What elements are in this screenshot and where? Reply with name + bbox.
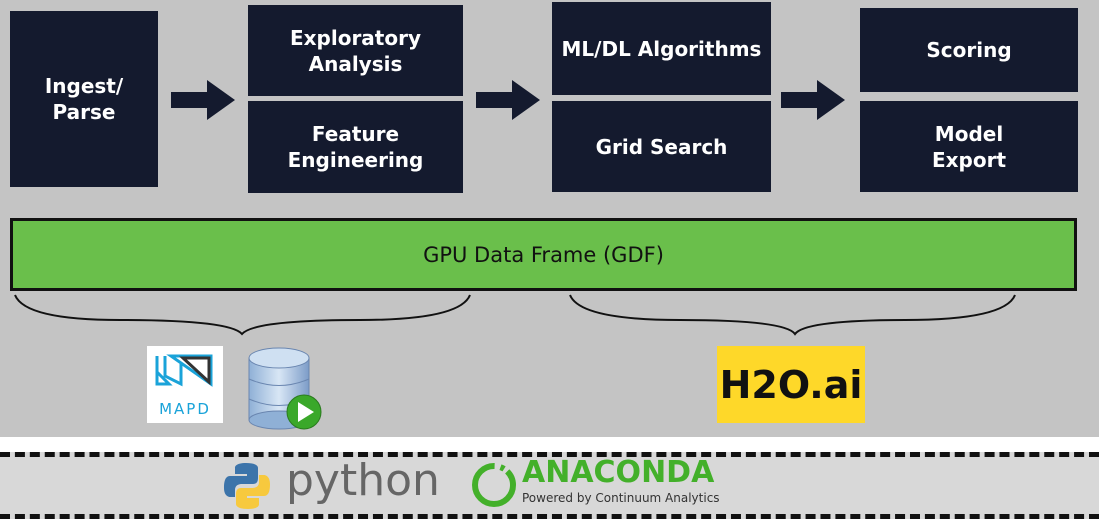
gdf-label: GPU Data Frame (GDF) <box>423 242 664 267</box>
python-text: python <box>286 455 440 506</box>
tools-strip <box>0 452 1099 519</box>
stage-model-export: Model Export <box>860 101 1078 192</box>
stage-grid-search: Grid Search <box>552 101 771 192</box>
mapd-logo: MAPD <box>147 346 223 423</box>
stage-scoring: Scoring <box>860 8 1078 92</box>
stage-label: Ingest/ Parse <box>44 74 124 124</box>
gpu-data-frame-bar: GPU Data Frame (GDF) <box>10 218 1077 291</box>
brace-icons <box>14 294 1016 336</box>
stage-label: Exploratory Analysis <box>289 25 422 76</box>
arrow-right-icon <box>781 80 845 120</box>
stage-feature-engineering: Feature Engineering <box>248 101 463 193</box>
python-logo-icon <box>224 463 270 509</box>
anaconda-ring-icon <box>472 463 516 507</box>
anaconda-text: ANACONDA <box>522 455 715 490</box>
database-play-icon <box>248 347 322 430</box>
h2o-text: H2O.ai <box>719 362 863 407</box>
mapd-mark-icon <box>155 354 213 387</box>
stage-exploratory-analysis: Exploratory Analysis <box>248 5 463 96</box>
stage-label: Scoring <box>926 38 1012 62</box>
mapd-text: MAPD <box>159 400 211 418</box>
stage-label: ML/DL Algorithms <box>561 36 762 61</box>
arrow-right-icon <box>476 80 540 120</box>
arrow-right-icon <box>171 80 235 120</box>
anaconda-logo: ANACONDA Powered by Continuum Analytics <box>522 455 720 506</box>
left-brace-icon <box>14 294 471 336</box>
right-brace-icon <box>569 294 1016 336</box>
h2o-ai-logo: H2O.ai <box>717 346 865 423</box>
stage-ingest-parse: Ingest/ Parse <box>10 11 158 187</box>
stage-label: Grid Search <box>595 134 728 159</box>
stage-label: Model Export <box>931 121 1007 172</box>
stage-ml-dl-algorithms: ML/DL Algorithms <box>552 2 771 95</box>
stage-label: Feature Engineering <box>287 122 424 172</box>
anaconda-subtitle: Powered by Continuum Analytics <box>522 491 720 505</box>
